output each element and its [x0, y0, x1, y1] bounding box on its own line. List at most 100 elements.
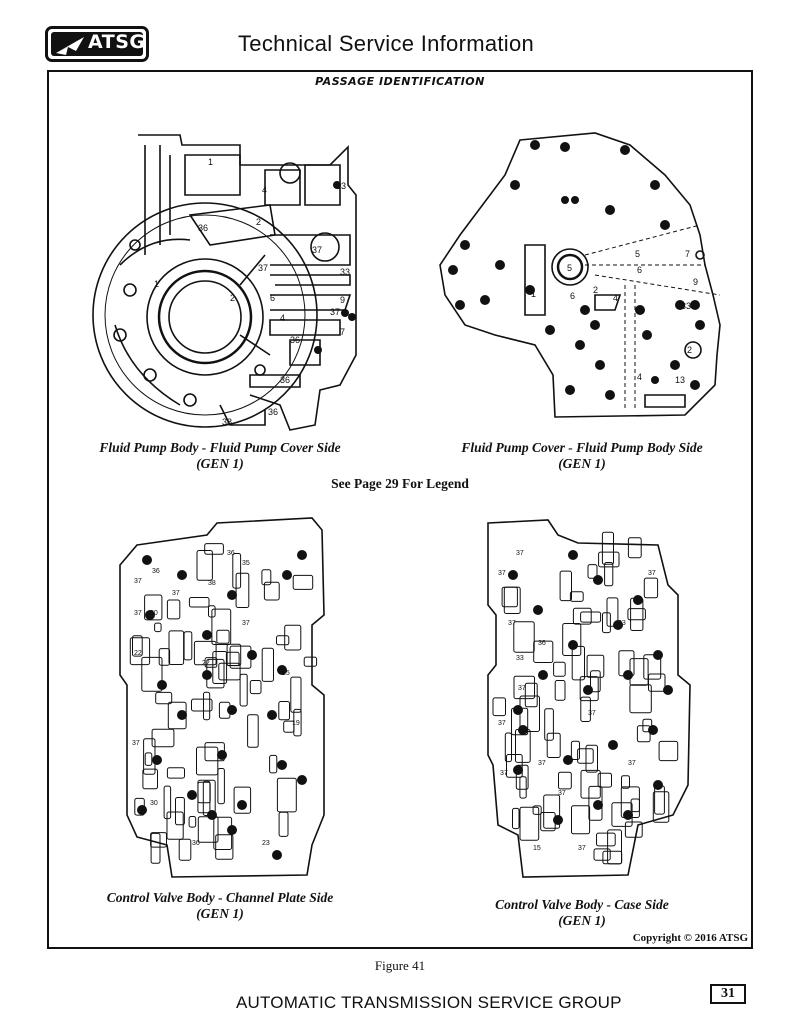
- passage-outline: [501, 586, 518, 608]
- caption-case-side-line1: Control Valve Body - Case Side: [495, 897, 669, 912]
- case-side-label: 37: [498, 570, 506, 577]
- pump-cover-label: 4: [637, 372, 642, 382]
- case-side-label: 37: [648, 570, 656, 577]
- channel-plate-label: 15: [282, 670, 290, 677]
- caption-channel-plate-line1: Control Valve Body - Channel Plate Side: [106, 890, 334, 905]
- pump-body-label: 37: [312, 245, 322, 255]
- channel-plate-label: 35: [242, 560, 250, 567]
- check-ball-dot: [613, 620, 623, 630]
- check-ball-dot: [217, 750, 227, 760]
- passage-outline: [506, 754, 523, 778]
- channel-plate-label: 37: [172, 590, 180, 597]
- passage-outline: [598, 551, 620, 568]
- check-ball-dot: [508, 570, 518, 580]
- passage-outline: [654, 785, 665, 815]
- passage-outline: [515, 764, 529, 790]
- check-ball-dot: [157, 680, 167, 690]
- caption-pump-cover: Fluid Pump Cover - Fluid Pump Body Side …: [432, 440, 732, 472]
- channel-plate-label: 30: [150, 610, 158, 617]
- check-ball-dot: [227, 705, 237, 715]
- passage-outline: [627, 537, 642, 559]
- case-side-label: 15: [533, 845, 541, 852]
- passage-outline: [235, 572, 250, 608]
- passage-outline: [178, 838, 192, 861]
- pump-body-label: 1: [154, 279, 159, 289]
- figure-label: Figure 41: [374, 958, 426, 973]
- passage-outline: [154, 622, 162, 633]
- passage-outline: [188, 597, 210, 608]
- case-side-label: 37: [558, 790, 566, 797]
- pump-cover-label: 5: [635, 249, 640, 259]
- passage-outline: [151, 728, 175, 748]
- check-ball-dot: [267, 710, 277, 720]
- passage-outline: [558, 771, 572, 790]
- passage-outline: [569, 591, 584, 602]
- passage-outline: [580, 696, 591, 723]
- passage-outline: [226, 643, 242, 667]
- check-ball-dot: [633, 595, 643, 605]
- passage-outline: [269, 754, 278, 774]
- case-side-label: 37: [508, 620, 516, 627]
- passage-outline: [532, 805, 542, 815]
- check-ball-dot: [137, 805, 147, 815]
- case-side-label: 37: [588, 710, 596, 717]
- check-ball-dot: [227, 825, 237, 835]
- pump-body-label: 7: [340, 327, 345, 337]
- atsg-logo: ATSG: [45, 26, 149, 62]
- check-ball-dot: [237, 800, 247, 810]
- caption-pump-cover-line1: Fluid Pump Cover - Fluid Pump Body Side: [461, 440, 703, 455]
- passage-outline: [211, 608, 232, 645]
- passage-outline: [596, 832, 616, 847]
- passage-outline: [571, 805, 591, 835]
- passage-outline: [559, 570, 572, 602]
- caption-pump-cover-line2: (GEN 1): [558, 456, 606, 471]
- pump-body-label: 33: [340, 267, 350, 277]
- pump-body-label: 38: [222, 417, 232, 427]
- passage-outline: [197, 816, 219, 843]
- passage-outline: [155, 691, 173, 705]
- passage-outline: [590, 670, 601, 693]
- check-ball-dot: [145, 610, 155, 620]
- pump-body-label: 36: [268, 407, 278, 417]
- passage-outline: [602, 850, 623, 865]
- check-ball-dot: [583, 685, 593, 695]
- check-ball-dot: [272, 850, 282, 860]
- passage-outline: [621, 775, 630, 789]
- case-side-label: 23: [618, 620, 626, 627]
- check-ball-dot: [663, 685, 673, 695]
- check-ball-dot: [568, 640, 578, 650]
- check-ball-dot: [623, 810, 633, 820]
- case-side-label: 37: [516, 550, 524, 557]
- passage-outline: [624, 821, 643, 838]
- passage-outline: [607, 829, 623, 865]
- check-ball-dot: [177, 570, 187, 580]
- channel-plate-label: 22: [134, 650, 142, 657]
- passage-outline: [249, 680, 262, 695]
- pump-cover-label: 6: [570, 291, 575, 301]
- passage-outline: [276, 635, 290, 646]
- pump-cover-label: 1: [531, 289, 536, 299]
- passage-outline: [188, 816, 197, 828]
- passage-outline: [601, 531, 615, 565]
- pump-body-label: 13: [336, 181, 346, 191]
- caption-channel-plate: Control Valve Body - Channel Plate Side …: [70, 890, 370, 922]
- caption-pump-body: Fluid Pump Body - Fluid Pump Cover Side …: [70, 440, 370, 472]
- passage-outline: [571, 645, 585, 681]
- passage-outline: [278, 701, 291, 721]
- check-ball-dot: [297, 550, 307, 560]
- channel-plate-label: 19: [292, 720, 300, 727]
- channel-plate-label: 37: [242, 620, 250, 627]
- passage-outline: [261, 569, 272, 586]
- footer-company: AUTOMATIC TRANSMISSION SERVICE GROUP: [236, 993, 622, 1012]
- channel-plate-label: 36: [227, 550, 235, 557]
- check-ball-dot: [593, 575, 603, 585]
- passage-outline: [586, 654, 605, 678]
- section-title: PASSAGE IDENTIFICATION: [315, 75, 485, 88]
- passage-outline: [284, 624, 302, 651]
- passage-outline: [132, 635, 143, 657]
- caption-channel-plate-line2: (GEN 1): [196, 906, 244, 921]
- pump-body-label: 2: [256, 217, 261, 227]
